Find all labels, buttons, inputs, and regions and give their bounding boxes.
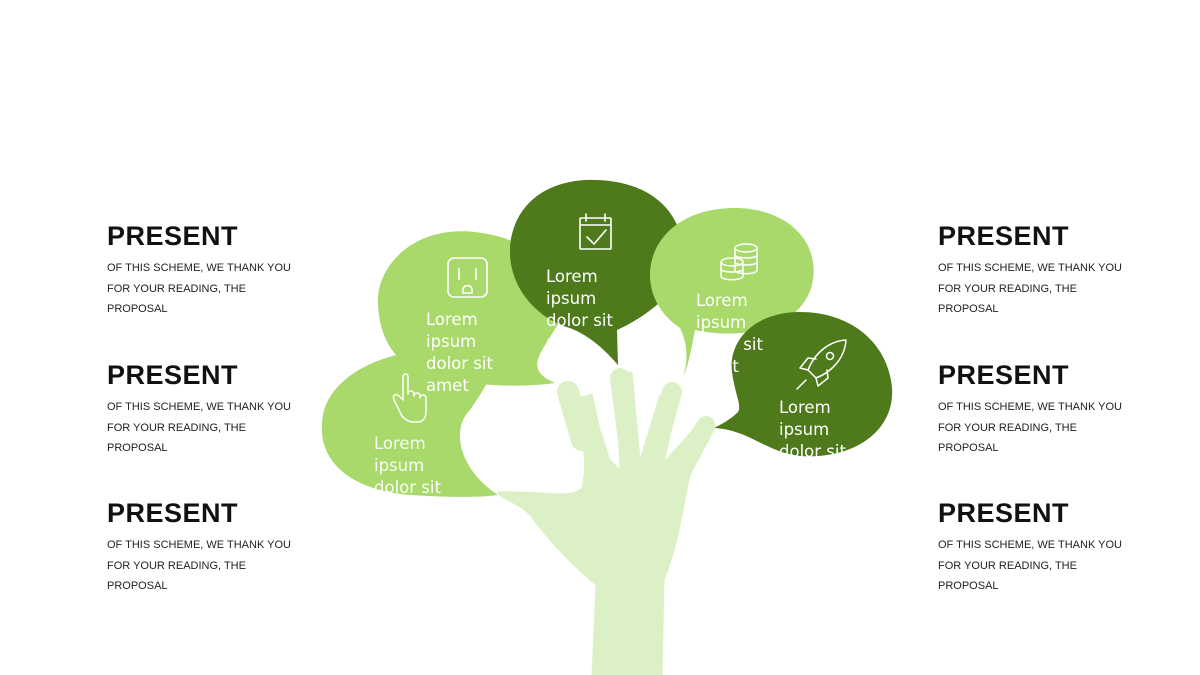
- left-item-1: PRESENT OF THIS SCHEME, WE THANK YOU FOR…: [107, 221, 297, 320]
- right-item-3: PRESENT OF THIS SCHEME, WE THANK YOU FOR…: [938, 498, 1128, 597]
- right-item-desc: OF THIS SCHEME, WE THANK YOU FOR YOUR RE…: [938, 401, 1122, 454]
- bubble-text-3: Lorem ipsum dolor sit amet: [546, 267, 613, 352]
- left-item-3: PRESENT OF THIS SCHEME, WE THANK YOU FOR…: [107, 498, 297, 597]
- left-item-2: PRESENT OF THIS SCHEME, WE THANK YOU FOR…: [107, 360, 297, 459]
- left-item-desc: OF THIS SCHEME, WE THANK YOU FOR YOUR RE…: [107, 539, 291, 592]
- right-item-title: PRESENT: [938, 498, 1070, 528]
- speech-bubble-5: [714, 312, 893, 457]
- right-item-title: PRESENT: [938, 360, 1070, 390]
- speech-bubble-1: [321, 349, 498, 497]
- right-item-2: PRESENT OF THIS SCHEME, WE THANK YOU FOR…: [938, 360, 1128, 459]
- left-item-title: PRESENT: [107, 360, 239, 390]
- left-item-desc: OF THIS SCHEME, WE THANK YOU FOR YOUR RE…: [107, 262, 291, 315]
- power-outlet-icon: [447, 257, 488, 298]
- calendar-check-icon: [579, 213, 612, 250]
- bubble-text-2: Lorem ipsum dolor sit amet: [426, 310, 493, 395]
- left-item-title: PRESENT: [107, 221, 239, 251]
- speech-bubble-3: [510, 179, 684, 365]
- right-item-1: PRESENT OF THIS SCHEME, WE THANK YOU FOR…: [938, 221, 1128, 320]
- rocket-icon: [796, 339, 847, 390]
- bubble-text-4: Lorem ipsum dolor sit amet: [696, 291, 763, 376]
- pointing-hand-icon: [392, 373, 427, 423]
- left-item-desc: OF THIS SCHEME, WE THANK YOU FOR YOUR RE…: [107, 401, 291, 454]
- right-item-desc: OF THIS SCHEME, WE THANK YOU FOR YOUR RE…: [938, 539, 1122, 592]
- bubble-text-5: Lorem ipsum dolor sit amet: [779, 398, 846, 483]
- left-item-title: PRESENT: [107, 498, 239, 528]
- speech-bubble-4: [650, 208, 814, 378]
- bubble-text-1: Lorem ipsum dolor sit amet: [374, 434, 441, 519]
- coins-icon: [720, 243, 758, 281]
- right-item-desc: OF THIS SCHEME, WE THANK YOU FOR YOUR RE…: [938, 262, 1122, 315]
- hand-shape: [497, 368, 715, 675]
- right-item-title: PRESENT: [938, 221, 1070, 251]
